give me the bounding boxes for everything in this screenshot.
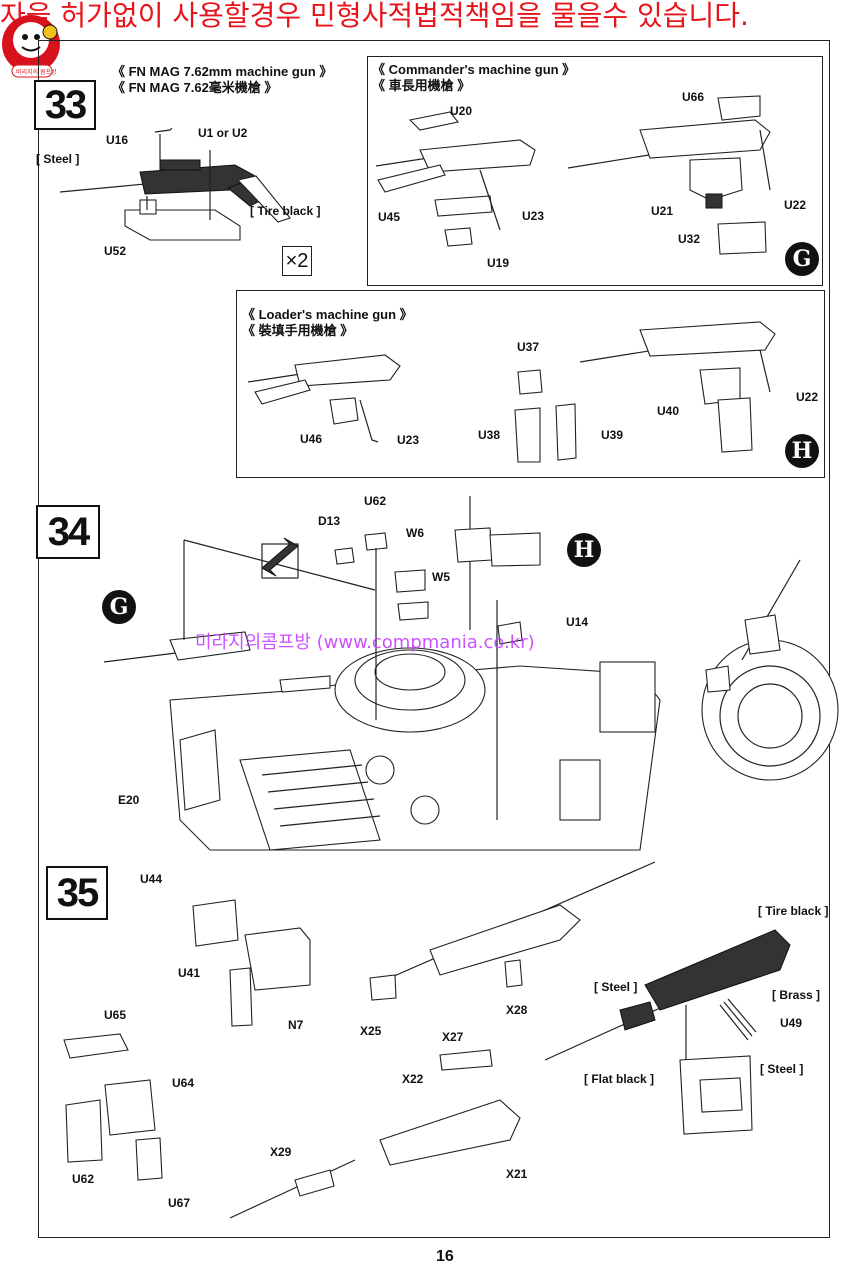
instruction-frame <box>38 40 830 1238</box>
label-u52: U52 <box>104 244 127 258</box>
label-steel: [ Steel ] <box>36 152 80 166</box>
label-u21: U21 <box>651 204 674 218</box>
label-x28: X28 <box>506 1003 528 1017</box>
label-n7: N7 <box>288 1018 304 1032</box>
badge-g-step34: G <box>102 590 136 624</box>
commander-mg-box <box>367 56 823 286</box>
label-w5: W5 <box>432 570 450 584</box>
loader-title-zh: 《 裝填手用機槍 》 <box>242 323 354 338</box>
label-u14: U14 <box>566 615 589 629</box>
shop-logo: 비리지의 콤프방 <box>0 10 62 82</box>
label-u38: U38 <box>478 428 501 442</box>
tank-turret-drawing <box>103 496 661 851</box>
label-tire-black-step35: [ Tire black ] <box>758 904 829 918</box>
loader-title-en: 《 Loader's machine gun 》 <box>242 307 413 322</box>
step-number-35: 35 <box>46 866 108 920</box>
label-u22-loader: U22 <box>796 390 819 404</box>
commander-title-en: 《 Commander's machine gun 》 <box>372 62 576 77</box>
label-u1-or-u2: U1 or U2 <box>198 126 248 140</box>
loader-mg-drawing <box>247 321 776 463</box>
label-u23-loader: U23 <box>397 433 420 447</box>
label-x29: X29 <box>270 1145 292 1159</box>
label-u45: U45 <box>378 210 401 224</box>
label-u41: U41 <box>178 966 201 980</box>
label-u20: U20 <box>450 104 473 118</box>
step33-title-zh: 《 FN MAG 7.62毫米機槍 》 <box>112 80 278 95</box>
label-x21: X21 <box>506 1167 528 1181</box>
label-d13: D13 <box>318 514 341 528</box>
label-x25: X25 <box>360 1024 382 1038</box>
label-e20: E20 <box>118 793 140 807</box>
label-x27: X27 <box>442 1030 464 1044</box>
step33-title-en: 《 FN MAG 7.62mm machine gun 》 <box>112 64 333 79</box>
label-u23: U23 <box>522 209 545 223</box>
site-watermark: 미라지의콤프방 (www.compmania.co.kr) <box>195 632 535 653</box>
label-u65: U65 <box>104 1008 127 1022</box>
step-number-33: 33 <box>34 80 96 130</box>
label-u66: U66 <box>682 90 705 104</box>
label-u62-step34: U62 <box>364 494 387 508</box>
page-number: 16 <box>436 1248 454 1265</box>
label-w6: W6 <box>406 526 424 540</box>
label-steel-step35: [ Steel ] <box>594 980 638 994</box>
logo-label: 비리지의 콤프방 <box>16 69 57 76</box>
fn-mag-machine-gun-drawing <box>59 127 291 241</box>
badge-h: H <box>785 434 819 468</box>
label-tire-black: [ Tire black ] <box>250 204 321 218</box>
turret-top-view-drawing <box>701 559 839 781</box>
label-u44: U44 <box>140 872 163 886</box>
mascot-icon <box>2 15 60 78</box>
label-u67: U67 <box>168 1196 191 1210</box>
heavy-mg-assembly-drawings <box>63 861 791 1219</box>
label-u64: U64 <box>172 1076 195 1090</box>
commander-title-zh: 《 車長用機槍 》 <box>372 78 471 93</box>
label-u19: U19 <box>487 256 510 270</box>
label-brass: [ Brass ] <box>772 988 821 1002</box>
step-number-34: 34 <box>36 505 100 559</box>
label-x22: X22 <box>402 1072 424 1086</box>
label-u32: U32 <box>678 232 701 246</box>
badge-h-step34: H <box>567 533 601 567</box>
copyright-warning-banner: 자을 허가없이 사용할경우 민형사적법적책임을 물을수 있습니다. <box>0 0 749 32</box>
label-u46: U46 <box>300 432 323 446</box>
label-u39: U39 <box>601 428 624 442</box>
label-u40: U40 <box>657 404 680 418</box>
label-u22: U22 <box>784 198 807 212</box>
badge-g: G <box>785 242 819 276</box>
label-u37: U37 <box>517 340 540 354</box>
label-u49: U49 <box>780 1016 803 1030</box>
label-flat-black: [ Flat black ] <box>584 1072 655 1086</box>
loader-mg-box <box>236 290 825 478</box>
label-steel-belt: [ Steel ] <box>760 1062 804 1076</box>
commander-mg-drawing <box>375 95 771 255</box>
quantity-multiplier: ×2 <box>282 246 312 276</box>
label-u62-step35: U62 <box>72 1172 95 1186</box>
label-u16: U16 <box>106 133 129 147</box>
